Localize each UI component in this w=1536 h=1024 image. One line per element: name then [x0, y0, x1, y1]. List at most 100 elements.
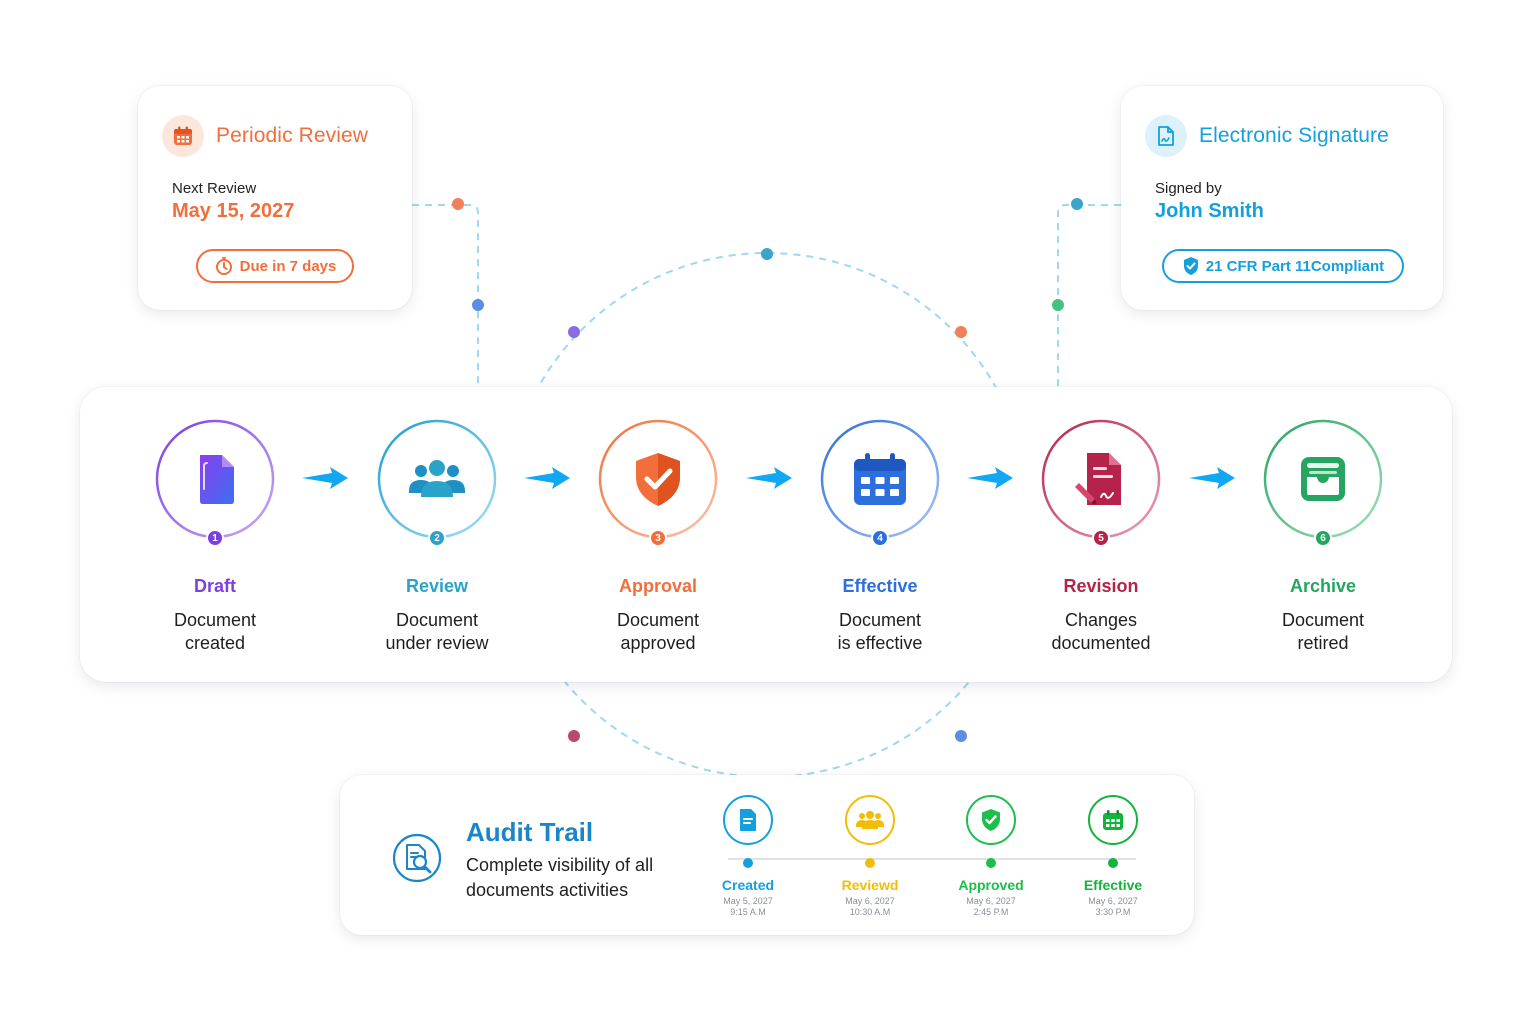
connector-dot: [1052, 299, 1064, 311]
audit-event-created[interactable]: Created May 5, 2027 9:15 A.M: [688, 795, 808, 918]
document-search-icon: [392, 833, 442, 883]
due-text: Due in 7 days: [239, 257, 337, 275]
step-archive[interactable]: 6 Archive Document retired: [1228, 419, 1418, 655]
arrow-right-icon: [967, 467, 1013, 489]
calendar-icon: [162, 115, 204, 157]
periodic-review-header: Periodic Review: [162, 115, 368, 157]
archive-tray-icon: [1301, 457, 1345, 501]
step-title: Draft: [193, 576, 236, 596]
step-title: Archive: [1289, 576, 1357, 596]
connector-dot: [568, 326, 580, 338]
connector-dot: [472, 299, 484, 311]
step-description: Changes documented: [1006, 609, 1196, 655]
step-number-badge: 5: [1092, 529, 1110, 547]
signature-header: Electronic Signature: [1145, 115, 1389, 157]
step-description-line: documented: [1051, 633, 1151, 653]
shield-check-icon: [1183, 257, 1198, 275]
connector-dot: [1071, 198, 1083, 210]
step-description-line: Document: [173, 610, 257, 630]
event-label: Approved: [958, 877, 1024, 893]
step-approval[interactable]: 3 Approval Document approved: [563, 419, 753, 655]
event-time: 2:45 P.M: [973, 907, 1009, 917]
step-draft[interactable]: 1 Draft Document created: [120, 419, 310, 655]
event-label: Effective: [1083, 877, 1143, 893]
step-description-line: Document: [616, 610, 700, 630]
step-title: Review: [405, 576, 469, 596]
connector-dot: [761, 248, 773, 260]
audit-timeline-line: [728, 858, 1136, 860]
step-description-line: retired: [1297, 633, 1349, 653]
step-number-badge: 4: [871, 529, 889, 547]
step-review[interactable]: 2 Review Document under review: [342, 419, 532, 655]
step-title: Effective: [842, 576, 918, 596]
step-title: Approval: [618, 576, 697, 596]
document-lifecycle-card: 1 Draft Document created 2 Review Docume…: [80, 387, 1452, 682]
step-title: Revision: [1063, 576, 1139, 596]
arrow-right-icon: [1189, 467, 1235, 489]
step-number-badge: 1: [206, 529, 224, 547]
audit-event-reviewed[interactable]: Reviewd May 6, 2027 10:30 A.M: [810, 795, 930, 918]
step-number-badge: 6: [1314, 529, 1332, 547]
shield-check-icon: [636, 453, 680, 506]
timeline-dot: [1108, 858, 1118, 868]
compliance-badge: 21 CFR Part 11Compliant: [1162, 249, 1404, 283]
shield-check-icon: [982, 809, 1000, 831]
periodic-review-card: Periodic Review Next Review May 15, 2027…: [138, 86, 412, 310]
step-description-line: Document: [395, 610, 479, 630]
due-badge: Due in 7 days: [196, 249, 354, 283]
signed-by-label: Signed by: [1155, 180, 1222, 197]
event-icon-circle: [966, 795, 1016, 845]
next-review-label: Next Review: [172, 180, 257, 197]
step-description-line: Changes: [1064, 610, 1138, 630]
step-effective[interactable]: 4 Effective Document is effective: [785, 419, 975, 655]
event-time: 3:30 P.M: [1095, 907, 1131, 917]
periodic-connector: [412, 204, 479, 387]
event-date: May 6, 2027: [845, 896, 895, 906]
calendar-icon: [854, 453, 906, 505]
event-label: Created: [721, 877, 775, 893]
step-description-line: Document: [1281, 610, 1365, 630]
audit-event-approved[interactable]: Approved May 6, 2027 2:45 P.M: [931, 795, 1051, 918]
calendar-icon: [1103, 810, 1123, 830]
step-description-line: Document: [838, 610, 922, 630]
step-revision[interactable]: 5 Revision Changes documented: [1006, 419, 1196, 655]
arrow-right-icon: [302, 467, 348, 489]
connector-dot: [955, 326, 967, 338]
signed-document-icon: [1145, 115, 1187, 157]
timeline-dot: [986, 858, 996, 868]
event-date: May 5, 2027: [723, 896, 773, 906]
arrow-right-icon: [524, 467, 570, 489]
next-review-date: May 15, 2027: [172, 200, 295, 222]
document-icon: [740, 809, 756, 831]
step-number-badge: 3: [649, 529, 667, 547]
timeline-dot: [743, 858, 753, 868]
signature-title: Electronic Signature: [1199, 124, 1389, 147]
document-edit-icon: [1075, 453, 1121, 505]
event-time: 10:30 A.M: [849, 907, 891, 917]
audit-trail-title: Audit Trail: [466, 817, 594, 847]
audit-trail-description: Complete visibility of all documents act…: [466, 855, 654, 900]
step-description-line: created: [184, 633, 246, 653]
audit-trail-card: Audit Trail Complete visibility of all d…: [340, 775, 1194, 935]
team-icon: [409, 460, 465, 497]
event-date: May 6, 2027: [1088, 896, 1138, 906]
connector-dot: [452, 198, 464, 210]
signature-connector: [1057, 204, 1121, 387]
arrow-right-icon: [746, 467, 792, 489]
step-description: Document is effective: [785, 609, 975, 655]
event-icon-circle: [1088, 795, 1138, 845]
electronic-signature-card: Electronic Signature Signed by John Smit…: [1121, 86, 1443, 310]
compliance-text: 21 CFR Part 11Compliant: [1205, 257, 1385, 275]
event-icon-circle: [723, 795, 773, 845]
step-description: Document created: [120, 609, 310, 655]
audit-event-effective[interactable]: Effective May 6, 2027 3:30 P.M: [1053, 795, 1173, 918]
event-label: Reviewd: [841, 877, 899, 893]
signer-name: John Smith: [1155, 200, 1264, 222]
step-number-badge: 2: [428, 529, 446, 547]
connector-dot: [955, 730, 967, 742]
step-description: Document approved: [563, 609, 753, 655]
step-description-line: is effective: [837, 633, 923, 653]
periodic-review-title: Periodic Review: [216, 124, 369, 147]
step-description-line: approved: [620, 633, 696, 653]
team-icon: [856, 811, 884, 829]
